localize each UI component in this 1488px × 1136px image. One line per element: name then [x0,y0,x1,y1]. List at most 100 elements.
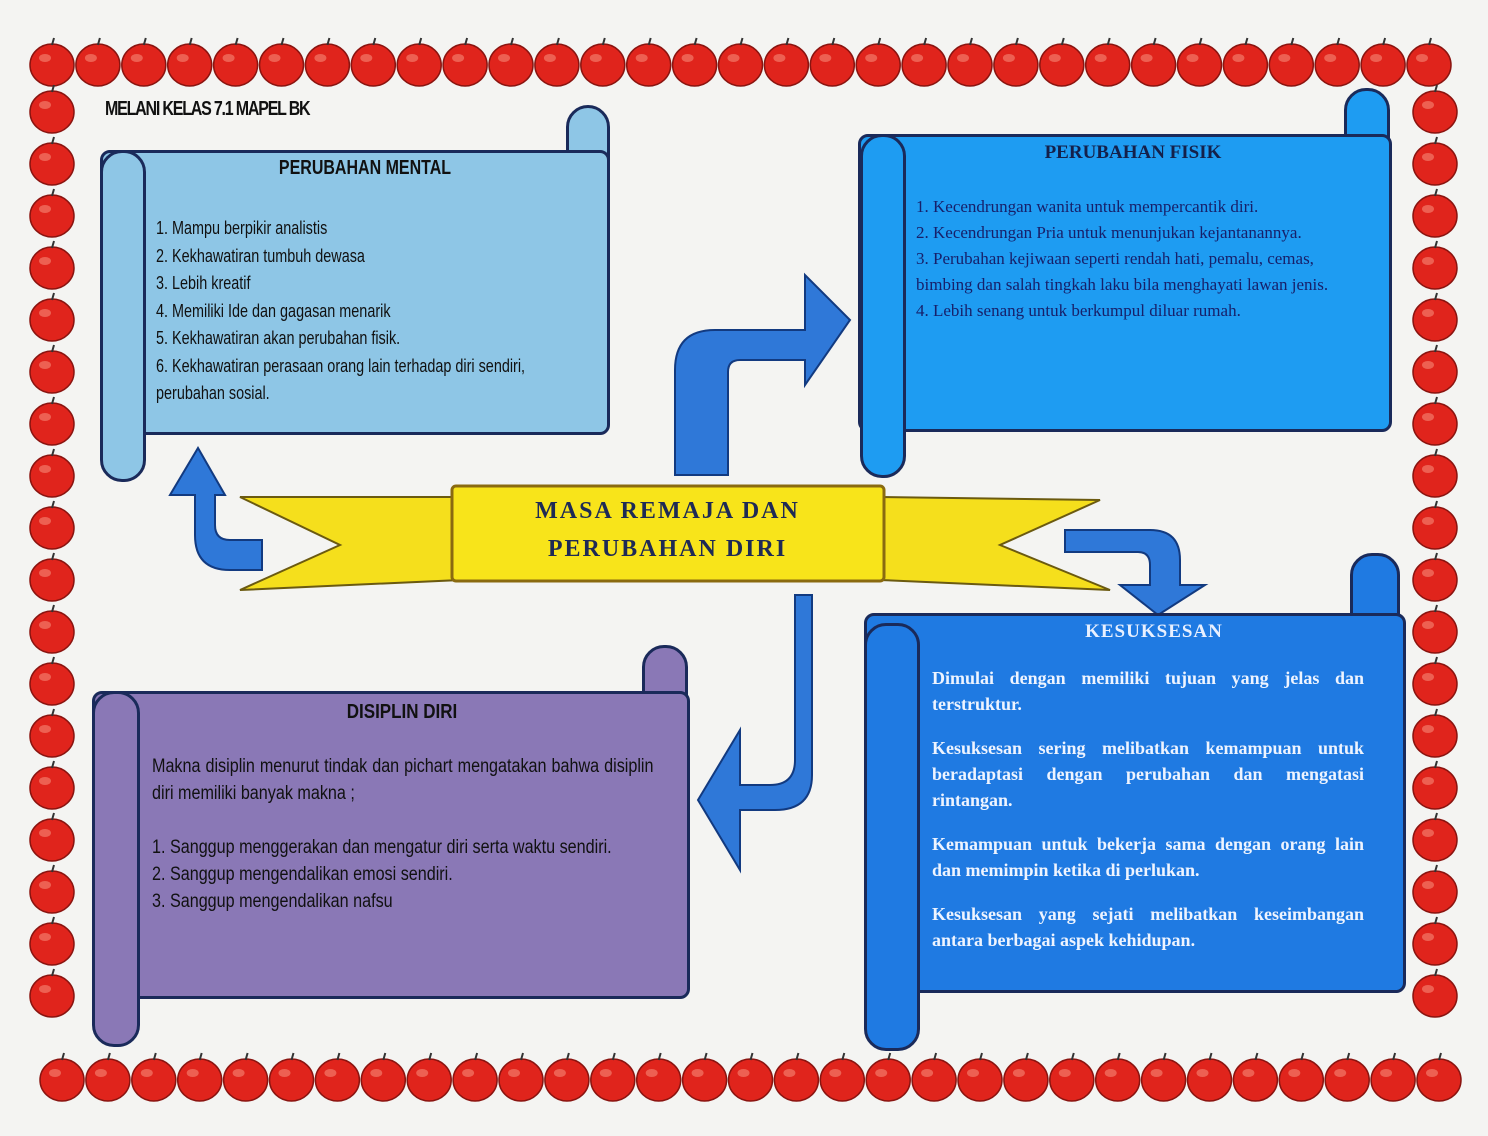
apple-icon [1176,37,1223,87]
scroll-perubahan-mental: PERUBAHAN MENTAL 1. Mampu berpikir anali… [100,105,612,485]
apple-icon [773,1052,820,1102]
apple-icon [176,1052,223,1102]
scroll-body [858,134,1392,432]
paragraph: Dimulai dengan memiliki tujuan yang jela… [932,668,1364,714]
list-item: 2. Kecendrungan Pria untuk menunjukan ke… [916,223,1302,242]
list-item: 1. Sanggup menggerakan dan mengatur diri… [152,837,612,858]
apple-icon [131,1052,177,1102]
apple-icon [75,37,121,87]
apple-icon [1268,37,1315,87]
content-kesuksesan: Dimulai dengan memiliki tujuan yang jela… [932,665,1364,953]
page-title: MELANI KELAS 7.1 MAPEL BK [105,98,311,120]
scroll-roll-left [100,150,146,482]
apple-icon [1412,968,1458,1018]
paragraph: Kesuksesan yang sejati melibatkan keseim… [932,904,1364,950]
apple-icon [166,37,213,87]
apple-icon [1412,656,1458,706]
apple-icon [993,37,1039,87]
apple-icon [396,37,442,87]
apple-icon [442,37,488,87]
apple-icon [29,656,75,706]
list-item: 3. Perubahan kejiwaan seperti rendah hat… [916,249,1329,294]
apple-icon [911,1052,957,1102]
apple-icon [1412,760,1458,810]
scroll-roll-top [1350,553,1400,623]
apple-icon [819,1052,866,1102]
apple-icon [29,968,75,1018]
apple-icon [1412,344,1458,394]
list-item: 3. Lebih kreatif [156,273,251,293]
apple-icon [268,1052,315,1102]
apple-icon [1416,1052,1462,1102]
apple-icon [1412,500,1458,550]
apple-icon [452,1052,498,1102]
apple-icon [29,136,75,186]
apple-icon [1324,1052,1370,1102]
apple-icon [635,1052,682,1102]
apple-icon [314,1052,361,1102]
scroll-perubahan-fisik: PERUBAHAN FISIK 1. Kecendrungan wanita u… [858,88,1394,480]
apple-icon [29,552,75,602]
apple-icon [29,37,75,87]
apple-icon [580,37,626,87]
apple-icon [1412,84,1458,134]
paragraph: Kemampuan untuk bekerja sama dengan oran… [932,834,1364,880]
apple-icon [488,37,534,87]
apple-icon [1232,1052,1279,1102]
list-perubahan-mental: 1. Mampu berpikir analistis 2. Kekhawati… [156,215,580,408]
list-item: 1. Kecendrungan wanita untuk mempercanti… [916,197,1259,216]
apple-icon [29,84,75,134]
apple-icon [534,37,580,87]
apple-icon [29,760,75,810]
apple-icon [29,240,75,290]
apple-icon [1412,396,1458,446]
apple-icon [360,1052,407,1102]
apple-icon [29,500,75,550]
apple-icon [1039,37,1085,87]
apple-icon [29,448,75,498]
central-topic-line2: PERUBAHAN DIRI [547,536,788,562]
apple-icon [29,864,75,914]
apple-icon [1412,552,1458,602]
apple-icon [29,188,75,238]
heading-disiplin-diri: DISIPLIN DIRI [346,701,458,723]
list-item: 4. Memiliki Ide dan gagasan menarik [156,300,391,321]
arrow-to-kesuksesan [1064,529,1209,617]
apple-icon [947,37,993,87]
scroll-body [864,613,1406,993]
scroll-roll-left [860,134,906,478]
apple-icon [1360,37,1406,87]
list-item: 6. Kekhawatiran perasaan orang lain terh… [156,355,526,404]
apple-icon [212,37,259,87]
apple-icon [1314,37,1360,87]
apple-icon [85,1052,131,1102]
apple-icon [1412,708,1458,758]
scroll-kesuksesan: KESUKSESAN Dimulai dengan memiliki tujua… [864,553,1408,1053]
apple-icon [590,1052,636,1102]
apple-icon [29,812,75,862]
apple-icon [39,1052,85,1102]
apple-icon [727,1052,774,1102]
list-item: 2. Sanggup mengendalikan emosi sendiri. [152,864,453,885]
apple-icon [1412,188,1458,238]
heading-perubahan-mental: PERUBAHAN MENTAL [278,157,452,179]
scroll-roll-left [864,623,920,1051]
apple-icon [1412,812,1458,862]
apple-icon [717,37,764,87]
arrow-to-disiplin [696,594,813,874]
apple-icon [625,37,672,87]
apple-icon [671,37,718,87]
list-perubahan-fisik: 1. Kecendrungan wanita untuk mempercanti… [916,194,1356,324]
apple-icon [809,37,856,87]
heading-perubahan-fisik: PERUBAHAN FISIK [1044,142,1222,163]
scroll-roll-left [92,691,140,1047]
apple-icon [1412,864,1458,914]
apple-icon [29,708,75,758]
apple-icon [1412,136,1458,186]
apple-icon [1412,240,1458,290]
apple-icon [304,37,351,87]
list-item: 5. Kekhawatiran akan perubahan fisik. [156,328,401,348]
apple-icon [222,1052,269,1102]
